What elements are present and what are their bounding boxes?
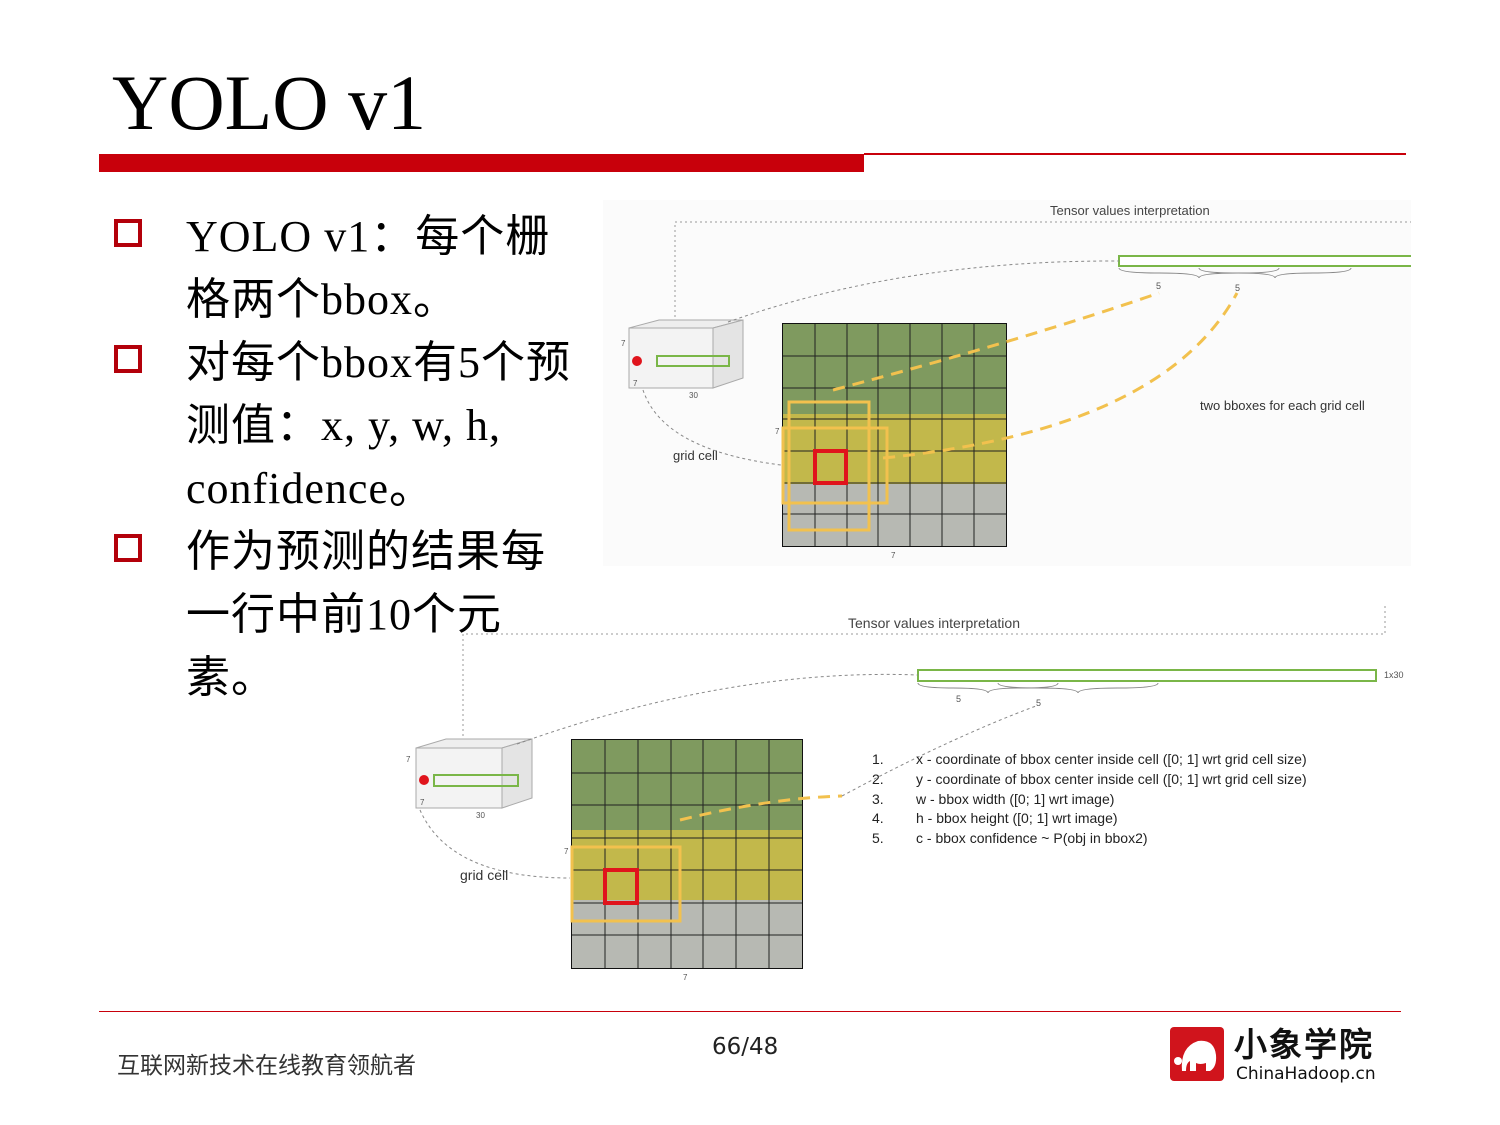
figure-heading: Tensor values interpretation: [1050, 203, 1210, 218]
field-num: 5.: [872, 830, 884, 846]
svg-text:7: 7: [891, 551, 896, 560]
grid-cell-label: grid cell: [673, 448, 718, 463]
svg-text:7: 7: [420, 798, 425, 807]
slide-title: YOLO v1: [112, 59, 427, 146]
brace-label: 5: [1036, 698, 1041, 708]
field-text: w - bbox width ([0; 1] wrt image): [915, 791, 1114, 807]
brace-label: 5: [1156, 281, 1161, 291]
field-text: h - bbox height ([0; 1] wrt image): [916, 810, 1118, 826]
bullet-item: 作为预测的结果每一行中前10个元素。: [110, 520, 590, 709]
tensor-vector: [917, 669, 1377, 682]
page-number: 66/48: [712, 1034, 779, 1060]
tensor-vector: [1118, 255, 1411, 267]
svg-text:30: 30: [476, 811, 485, 820]
vector-size-label: 1x30: [1384, 670, 1404, 680]
svg-text:7: 7: [564, 847, 569, 856]
brand-logo: 小象学院 ChinaHadoop.cn: [1170, 1027, 1390, 1085]
figure-heading: Tensor values interpretation: [848, 615, 1020, 631]
svg-text:7: 7: [621, 339, 626, 348]
tensor-cube: [628, 327, 714, 389]
tensor-cube: [415, 747, 503, 809]
footer-divider: [99, 1011, 1401, 1012]
field-list: 1. x - coordinate of bbox center inside …: [872, 751, 1307, 846]
bullet-item: YOLO v1：每个栅格两个bbox。: [110, 205, 590, 331]
svg-text:7: 7: [406, 755, 411, 764]
title-underline-thin: [864, 153, 1406, 155]
field-text: c - bbox confidence ~ P(obj in bbox2): [916, 830, 1148, 846]
field-num: 2.: [872, 771, 884, 787]
svg-text:7: 7: [683, 973, 688, 982]
title-underline-thick: [99, 154, 864, 172]
field-text: x - coordinate of bbox center inside cel…: [916, 751, 1307, 767]
field-text: y - coordinate of bbox center inside cel…: [916, 771, 1307, 787]
svg-text:7: 7: [633, 379, 638, 388]
bullet-text: YOLO v1：每个栅格两个bbox。: [186, 212, 551, 324]
footer-slogan: 互联网新技术在线教育领航者: [117, 1053, 416, 1079]
svg-text:30: 30: [689, 391, 698, 400]
square-bullet-icon: [114, 534, 142, 562]
brace-label: 5: [956, 694, 961, 704]
svg-text:7: 7: [775, 427, 780, 436]
annotation-text: two bboxes for each grid cell: [1200, 398, 1365, 413]
square-bullet-icon: [114, 219, 142, 247]
brand-site: ChinaHadoop.cn: [1236, 1064, 1376, 1084]
field-num: 3.: [872, 791, 884, 807]
bullet-text: 作为预测的结果每一行中前10个元素。: [186, 527, 546, 702]
tensor-diagram-top: Tensor values interpretation 5 5 7 7 30 …: [603, 200, 1411, 566]
brand-name: 小象学院: [1234, 1025, 1374, 1064]
elephant-icon: [1170, 1027, 1224, 1081]
square-bullet-icon: [114, 345, 142, 373]
brace-label: 5: [1235, 283, 1240, 293]
tensor-diagram-bottom: Tensor values interpretation 1x30 5 5 7 …: [406, 606, 1404, 982]
bullet-text: 对每个bbox有5个预测值：x, y, w, h, confidence。: [186, 338, 571, 513]
grid-cell-label: grid cell: [460, 867, 508, 883]
field-num: 1.: [872, 751, 884, 767]
bullet-item: 对每个bbox有5个预测值：x, y, w, h, confidence。: [110, 331, 590, 520]
bullet-list: YOLO v1：每个栅格两个bbox。 对每个bbox有5个预测值：x, y, …: [110, 205, 590, 709]
field-num: 4.: [872, 810, 884, 826]
